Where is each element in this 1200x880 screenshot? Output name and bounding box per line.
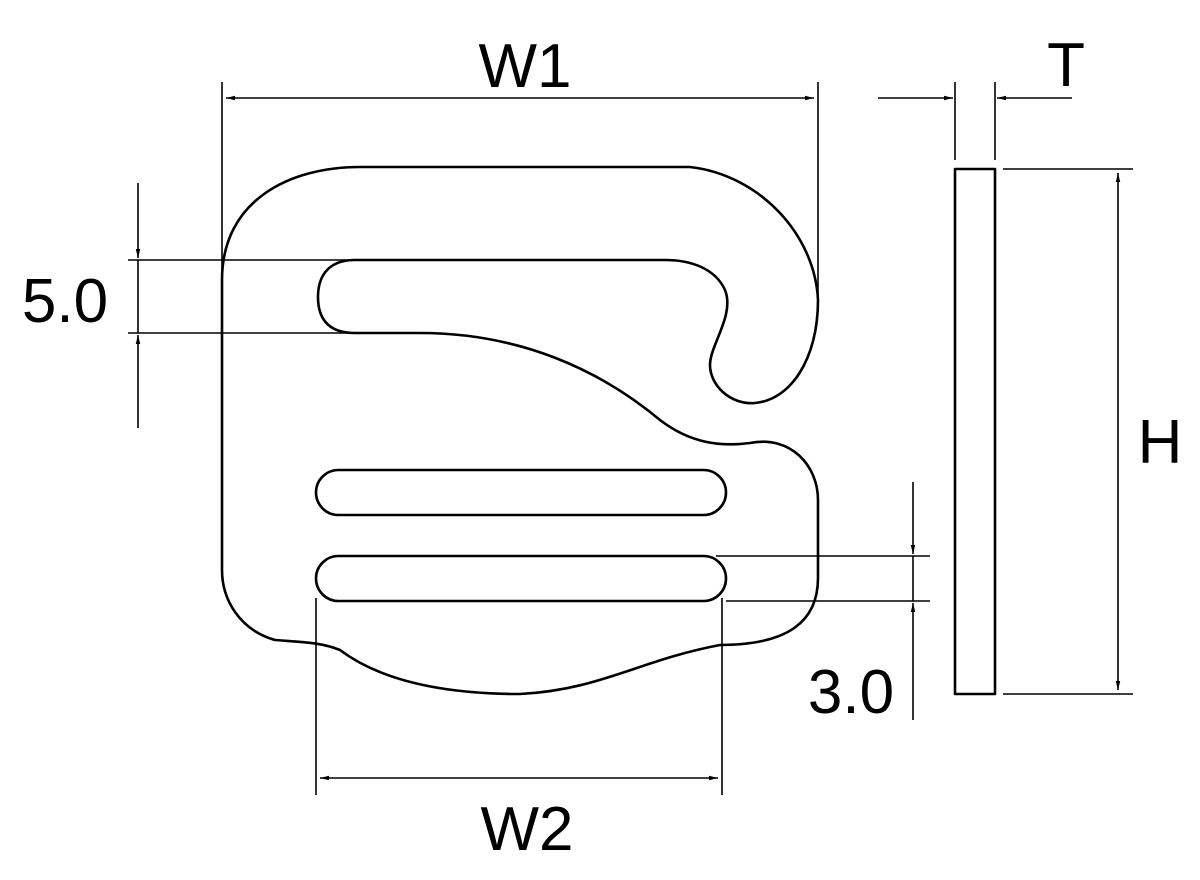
label-t: T xyxy=(1047,31,1085,100)
bottom-slot xyxy=(314,554,728,603)
side-profile xyxy=(953,167,997,696)
label-w1: W1 xyxy=(479,32,572,101)
middle-slot xyxy=(314,468,728,517)
label-h: H xyxy=(1138,408,1183,477)
label-slot-top-width: 5.0 xyxy=(22,267,108,336)
label-slot-bottom-width: 3.0 xyxy=(808,658,894,727)
buckle-outline xyxy=(220,165,820,696)
label-w2: W2 xyxy=(481,795,574,864)
